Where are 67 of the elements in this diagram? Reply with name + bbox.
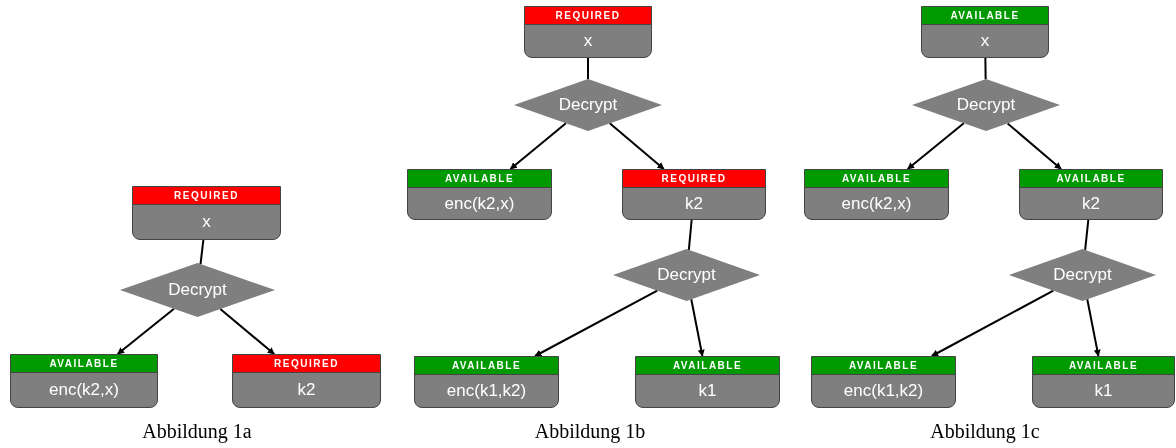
- operation-label: Decrypt: [956, 94, 1016, 117]
- arrow: [608, 122, 665, 170]
- value-text: x: [202, 211, 211, 234]
- variable-box: [414, 356, 559, 408]
- value-text: k2: [685, 192, 703, 215]
- decrypt-diamond: [613, 249, 760, 301]
- figure-caption: Abbildung 1b: [533, 419, 647, 445]
- operation-label: Decrypt: [1053, 264, 1112, 287]
- value-text: enc(k1,k2): [446, 380, 527, 403]
- arrow: [1006, 122, 1063, 170]
- arrow: [690, 298, 705, 357]
- variable-box: [921, 6, 1049, 58]
- variable-box: [232, 354, 381, 408]
- arrow: [219, 308, 276, 355]
- status-header: AVAILABLE: [408, 170, 551, 188]
- connector-line: [587, 57, 589, 80]
- arrow: [1086, 298, 1101, 357]
- decrypt-diamond: [912, 79, 1060, 131]
- status-header: AVAILABLE: [11, 355, 157, 373]
- value-text: enc(k2,x): [841, 192, 912, 215]
- value-text: enc(k1,k2): [843, 380, 924, 403]
- figure-caption: Abbildung 1a: [141, 419, 253, 445]
- variable-box: [132, 186, 281, 240]
- status-header: AVAILABLE: [805, 170, 948, 188]
- arrow: [509, 122, 567, 170]
- variable-box: [622, 169, 766, 220]
- value-text: k2: [297, 379, 316, 402]
- status-header: REQUIRED: [525, 7, 651, 25]
- status-header: REQUIRED: [623, 170, 765, 188]
- value-text: x: [583, 30, 593, 53]
- status-header: AVAILABLE: [922, 7, 1048, 25]
- decrypt-diamond: [120, 263, 275, 317]
- status-header: AVAILABLE: [636, 357, 779, 375]
- figure-caption: Abbildung 1c: [929, 419, 1041, 445]
- variable-box: [635, 356, 780, 408]
- status-header: AVAILABLE: [812, 357, 955, 375]
- value-text: enc(k2,x): [49, 379, 119, 402]
- status-header: AVAILABLE: [1033, 357, 1174, 375]
- variable-box: [1019, 169, 1163, 220]
- arrow: [906, 122, 965, 170]
- connector-line: [687, 219, 693, 251]
- value-text: k2: [1082, 192, 1100, 215]
- connector-line: [1084, 219, 1090, 251]
- status-header: REQUIRED: [233, 355, 380, 373]
- value-text: k1: [1094, 380, 1113, 403]
- variable-box: [407, 169, 552, 220]
- variable-box: [10, 354, 158, 408]
- decrypt-diamond: [514, 79, 662, 131]
- arrow: [534, 289, 659, 357]
- operation-label: Decrypt: [558, 94, 618, 117]
- value-text: k1: [698, 380, 717, 403]
- variable-box: [1032, 356, 1175, 408]
- arrow: [116, 307, 175, 355]
- status-header: REQUIRED: [133, 187, 280, 205]
- variable-box: [804, 169, 949, 220]
- variable-box: [811, 356, 956, 408]
- variable-box: [524, 6, 652, 58]
- arrow: [930, 289, 1055, 357]
- operation-label: Decrypt: [657, 264, 716, 287]
- connector-line: [199, 239, 205, 266]
- value-text: enc(k2,x): [444, 192, 515, 215]
- status-header: AVAILABLE: [415, 357, 558, 375]
- operation-label: Decrypt: [168, 279, 227, 302]
- status-header: AVAILABLE: [1020, 170, 1162, 188]
- value-text: x: [980, 30, 990, 53]
- decrypt-diamond: [1009, 249, 1156, 301]
- connector-line: [984, 57, 987, 81]
